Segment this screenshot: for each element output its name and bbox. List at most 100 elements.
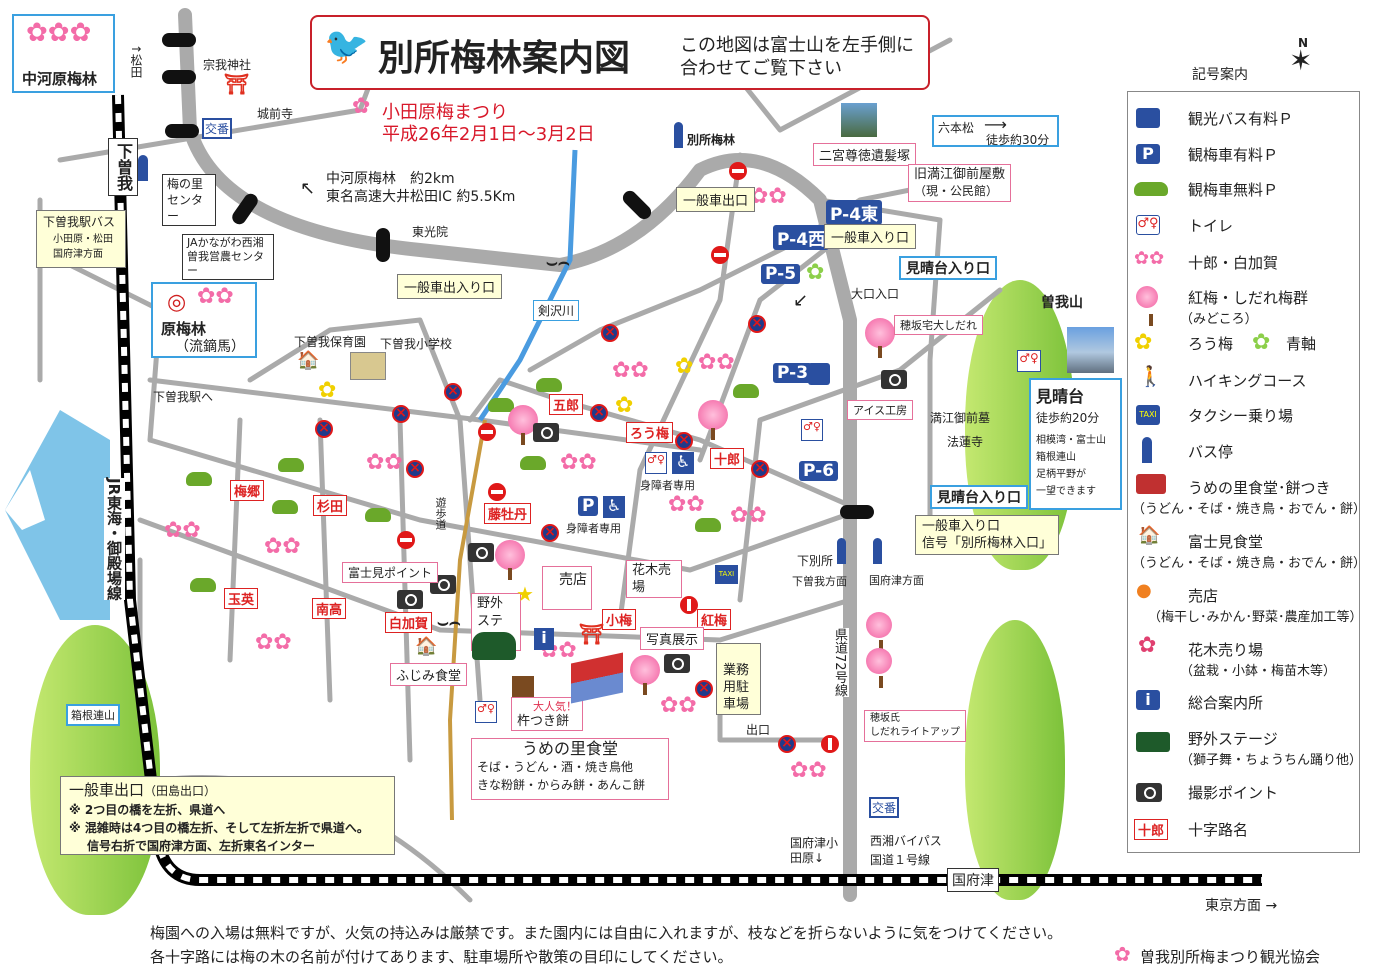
wheelchair-icon: ♿ (603, 496, 625, 518)
legend-item: 十郎・白加賀 (1188, 254, 1279, 272)
traffic-signal (162, 33, 196, 47)
crossing-goro: 五郎 (549, 394, 584, 415)
no-entry-icon (680, 596, 698, 614)
legend-sub: （盆栽・小鉢・梅苗木等） (1180, 664, 1337, 679)
taxi-icon: TAXI (1136, 405, 1160, 425)
no-parking-icon: × (695, 680, 713, 698)
no-entry-icon (729, 162, 747, 180)
legend-sub: （獅子舞・ちょうちん踊り他） (1180, 753, 1363, 768)
crossing-shirakaga: 白加賀 (385, 612, 433, 633)
bird-logo-icon: 🐦 (324, 26, 369, 67)
legend-title: 記号案内 (1192, 67, 1248, 83)
matsuda-arrow: ↑松田 (129, 44, 143, 79)
legend-item: 十字路名 (1188, 821, 1249, 839)
kenzawa-river-label: 剣沢川 (533, 300, 580, 321)
aojiku-icon: ✿ (806, 260, 825, 285)
bus-stop-icon (138, 155, 148, 181)
jr-line-label: JR東海・御殿場線 (104, 478, 125, 601)
legend-sub: （うどん・そば・焼き鳥・おでん・餅） (1132, 502, 1367, 517)
roppon-box: 六本松 ⟶ 徒歩約30分 (932, 115, 1059, 147)
sogayama-label: 曽我山 (1041, 295, 1083, 311)
parking-p3: P-3 (773, 363, 813, 383)
legend-item: 売店（梅干し･みかん･野菜･農産加工等） (1148, 585, 1363, 625)
legend-item: 花木売り場（盆栽・小鉢・梅苗木等） (1180, 639, 1336, 679)
taxi-icon: TAXI (715, 565, 738, 584)
parking-p5: P-5 (761, 264, 801, 284)
jozenji-label: 城前寺 (257, 107, 294, 121)
crossing-kobai: 紅梅 (697, 609, 732, 630)
torii-icon: ⛩ (579, 622, 605, 646)
car-exit-label: 一般車出口 (676, 187, 756, 212)
camera-icon (533, 423, 559, 442)
shimobessho-label: 下別所 (797, 554, 834, 568)
white-plum-icon: ✿✿ (730, 503, 767, 528)
legend-item: トイレ (1188, 217, 1234, 235)
white-plum-icon: ✿✿ (612, 358, 649, 383)
mochi-label: 大人気！ 杵つき餅 (511, 697, 583, 731)
bus-parking-icon (808, 363, 830, 385)
aojiku-icon: ✿ (1252, 330, 1271, 355)
legend-sub: （梅干し･みかん･野菜･農産加工等） (1148, 610, 1363, 625)
legend-item: 野外ステージ（獅子舞・ちょうちん踊り他） (1180, 728, 1362, 768)
roppon-label: 六本松 (938, 121, 975, 135)
white-plum-icon: ✿✿ (1134, 248, 1165, 269)
oguchi-entrance-label: 大口入口 (851, 287, 900, 301)
shop-label: 売店 (542, 566, 592, 610)
ja-center-label: JAかながわ西湘曽我営農センター (182, 234, 274, 280)
info-icon: i (534, 628, 554, 650)
legend-label: うめの里食堂･餅つき (1188, 479, 1331, 497)
miharashi-walk: 徒歩約20分 (1036, 411, 1100, 425)
legend-label: 紅梅・しだれ梅群 (1188, 289, 1309, 307)
crossing-umego: 梅郷 (230, 480, 265, 501)
no-parking-icon: × (748, 315, 766, 333)
hill-right (965, 620, 1065, 900)
to-shimosoga-label: 下曽我方面 (792, 575, 847, 588)
organizer-label: 曽我別所梅まつり観光協会 (1140, 948, 1321, 966)
bypass-line-1: 西湘バイパス (870, 834, 942, 848)
legend-item: バス停 (1188, 443, 1234, 461)
no-entry-icon (488, 483, 506, 501)
arrow-right-icon: ⟶ (984, 115, 1007, 134)
bus-note: 下曽我駅バス 小田原・松田 国府津方面 (36, 210, 126, 268)
koban-icon: 交番 (869, 797, 900, 818)
white-plum-icon: ✿✿ (750, 184, 787, 209)
lion-dance-icon (472, 632, 516, 660)
parking-disabled: P (578, 496, 599, 516)
no-parking-icon: × (751, 460, 769, 478)
traffic-signal (162, 70, 196, 84)
traffic-signal (376, 228, 390, 262)
bridge-icon: ⌣⌢ (546, 252, 570, 273)
no-parking-icon: × (444, 383, 462, 401)
crossing-koume: 小梅 (602, 609, 637, 630)
white-plum-icon: ✿✿ (264, 534, 301, 559)
no-parking-icon: × (406, 460, 424, 478)
free-parking-car-icon (186, 472, 212, 486)
direction-line-2: 東名高速大井松田IC 約5.5Km (326, 189, 516, 205)
ice-shop-label: アイス工房 (847, 400, 914, 420)
no-parking-icon: × (315, 420, 333, 438)
no-parking-icon: × (541, 524, 559, 542)
red-plum-tree-icon (698, 400, 728, 440)
free-parking-car-icon (536, 378, 562, 392)
exit-note-title: 一般車出口 (69, 781, 145, 799)
red-plum-tree-icon (1136, 286, 1158, 326)
traffic-signal (840, 505, 874, 519)
bus-stop-icon (873, 538, 882, 564)
school-icon (350, 352, 386, 380)
title-box: 🐦 別所梅林案内図 この地図は富士山を左手側に 合わせてご覧下さい (310, 15, 930, 90)
lion-dance-icon (1136, 732, 1170, 752)
miharashi-view: 足柄平野が (1036, 469, 1086, 480)
disabled-parking-label: 身障者専用 (566, 522, 621, 535)
torii-icon: ⛩ (224, 72, 250, 96)
lightup-owner: 穂坂氏 (870, 713, 900, 724)
camera-icon (1136, 783, 1162, 802)
parking-p6: P-6 (799, 461, 839, 481)
arrow-southwest-icon: ↙ (793, 290, 809, 311)
crossing-sugita: 杉田 (313, 495, 348, 516)
white-plum-icon: ✿✿ (660, 693, 697, 718)
crossing-gyokuei: 玉英 (224, 588, 259, 609)
to-kozu-label: 国府津方面 (869, 574, 924, 587)
exit-note-line: ※ 混雑時は4つ目の橋左折、そして左折左折で県道へ。 (69, 821, 369, 835)
nakagawara-box: ✿✿✿ 中河原梅林 (12, 14, 115, 93)
legend-sub: （うどん・そば・焼き鳥・おでん・餅） (1132, 556, 1367, 571)
